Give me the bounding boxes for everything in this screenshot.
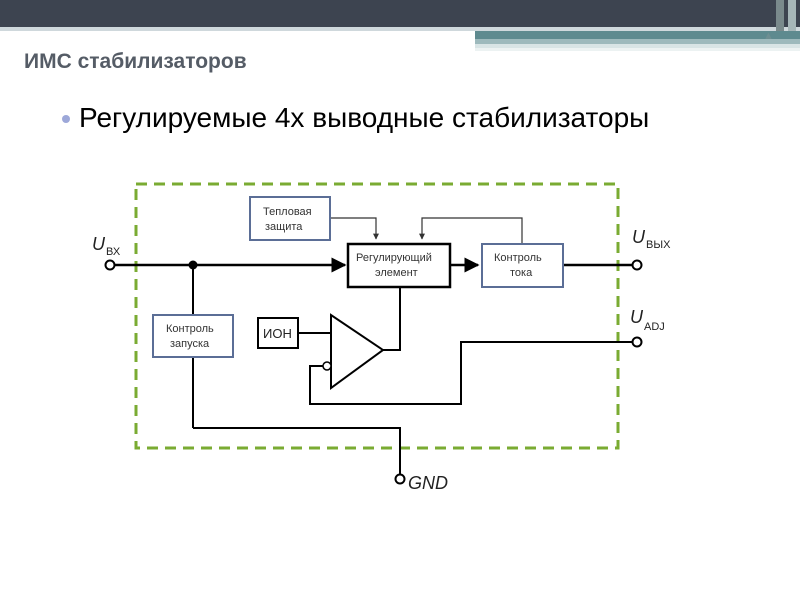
gnd-terminal [394, 473, 406, 485]
startup-label-line1: Контроль [166, 323, 214, 335]
top-bar [0, 0, 800, 27]
regulator-label-line1: Регулирующий [356, 252, 432, 264]
thermal-wire [330, 217, 379, 240]
startup-label-line2: запуска [170, 338, 210, 350]
header-band [475, 44, 800, 48]
ground-wire [193, 427, 401, 474]
ion-block: ИОН [257, 317, 299, 349]
vin-sub-label: ВХ [106, 246, 121, 258]
vout-label: U [632, 227, 646, 247]
current-label-line2: тока [510, 267, 533, 279]
gnd-label: GND [408, 473, 448, 493]
current-feedback-wire [419, 217, 523, 243]
corner-arrow-icon: ▲ [763, 30, 774, 42]
error-amplifier [330, 313, 385, 390]
page-title: ИМС стабилизаторов [24, 50, 247, 73]
startup-control-block: Контроль запуска [152, 314, 234, 358]
vin-label: U [92, 234, 106, 254]
thermal-label-line2: защита [265, 221, 303, 233]
current-label-line1: Контроль [494, 252, 542, 264]
thermal-label-line1: Тепловая [263, 206, 312, 218]
regulator-label-line2: элемент [375, 267, 418, 279]
header-band [475, 48, 800, 51]
chip-frame [134, 182, 620, 450]
adj-label: U [630, 307, 644, 327]
top-bar-stripe [0, 27, 800, 31]
thermal-protection-block: Тепловая защита [249, 196, 331, 241]
regulating-element-block: Регулирующий элемент [346, 242, 452, 289]
amp-input-node [322, 361, 332, 371]
ion-label: ИОН [263, 326, 292, 341]
vout-terminal [631, 259, 643, 271]
adj-sub-label: ADJ [644, 321, 665, 333]
vin-terminal [104, 259, 116, 271]
adj-terminal [631, 336, 643, 348]
amp-output-wire [383, 287, 401, 351]
corner-decoration [776, 0, 784, 31]
header-band [475, 31, 800, 39]
header-band [475, 39, 800, 44]
adj-feedback-wire [309, 341, 632, 405]
current-control-block: Контроль тока [481, 243, 564, 288]
vout-sub-label: ВЫХ [646, 239, 671, 251]
corner-decoration [788, 0, 796, 31]
bullet-icon [62, 115, 70, 123]
bullet-text: Регулируемые 4х выводные стабилизаторы [79, 102, 650, 133]
